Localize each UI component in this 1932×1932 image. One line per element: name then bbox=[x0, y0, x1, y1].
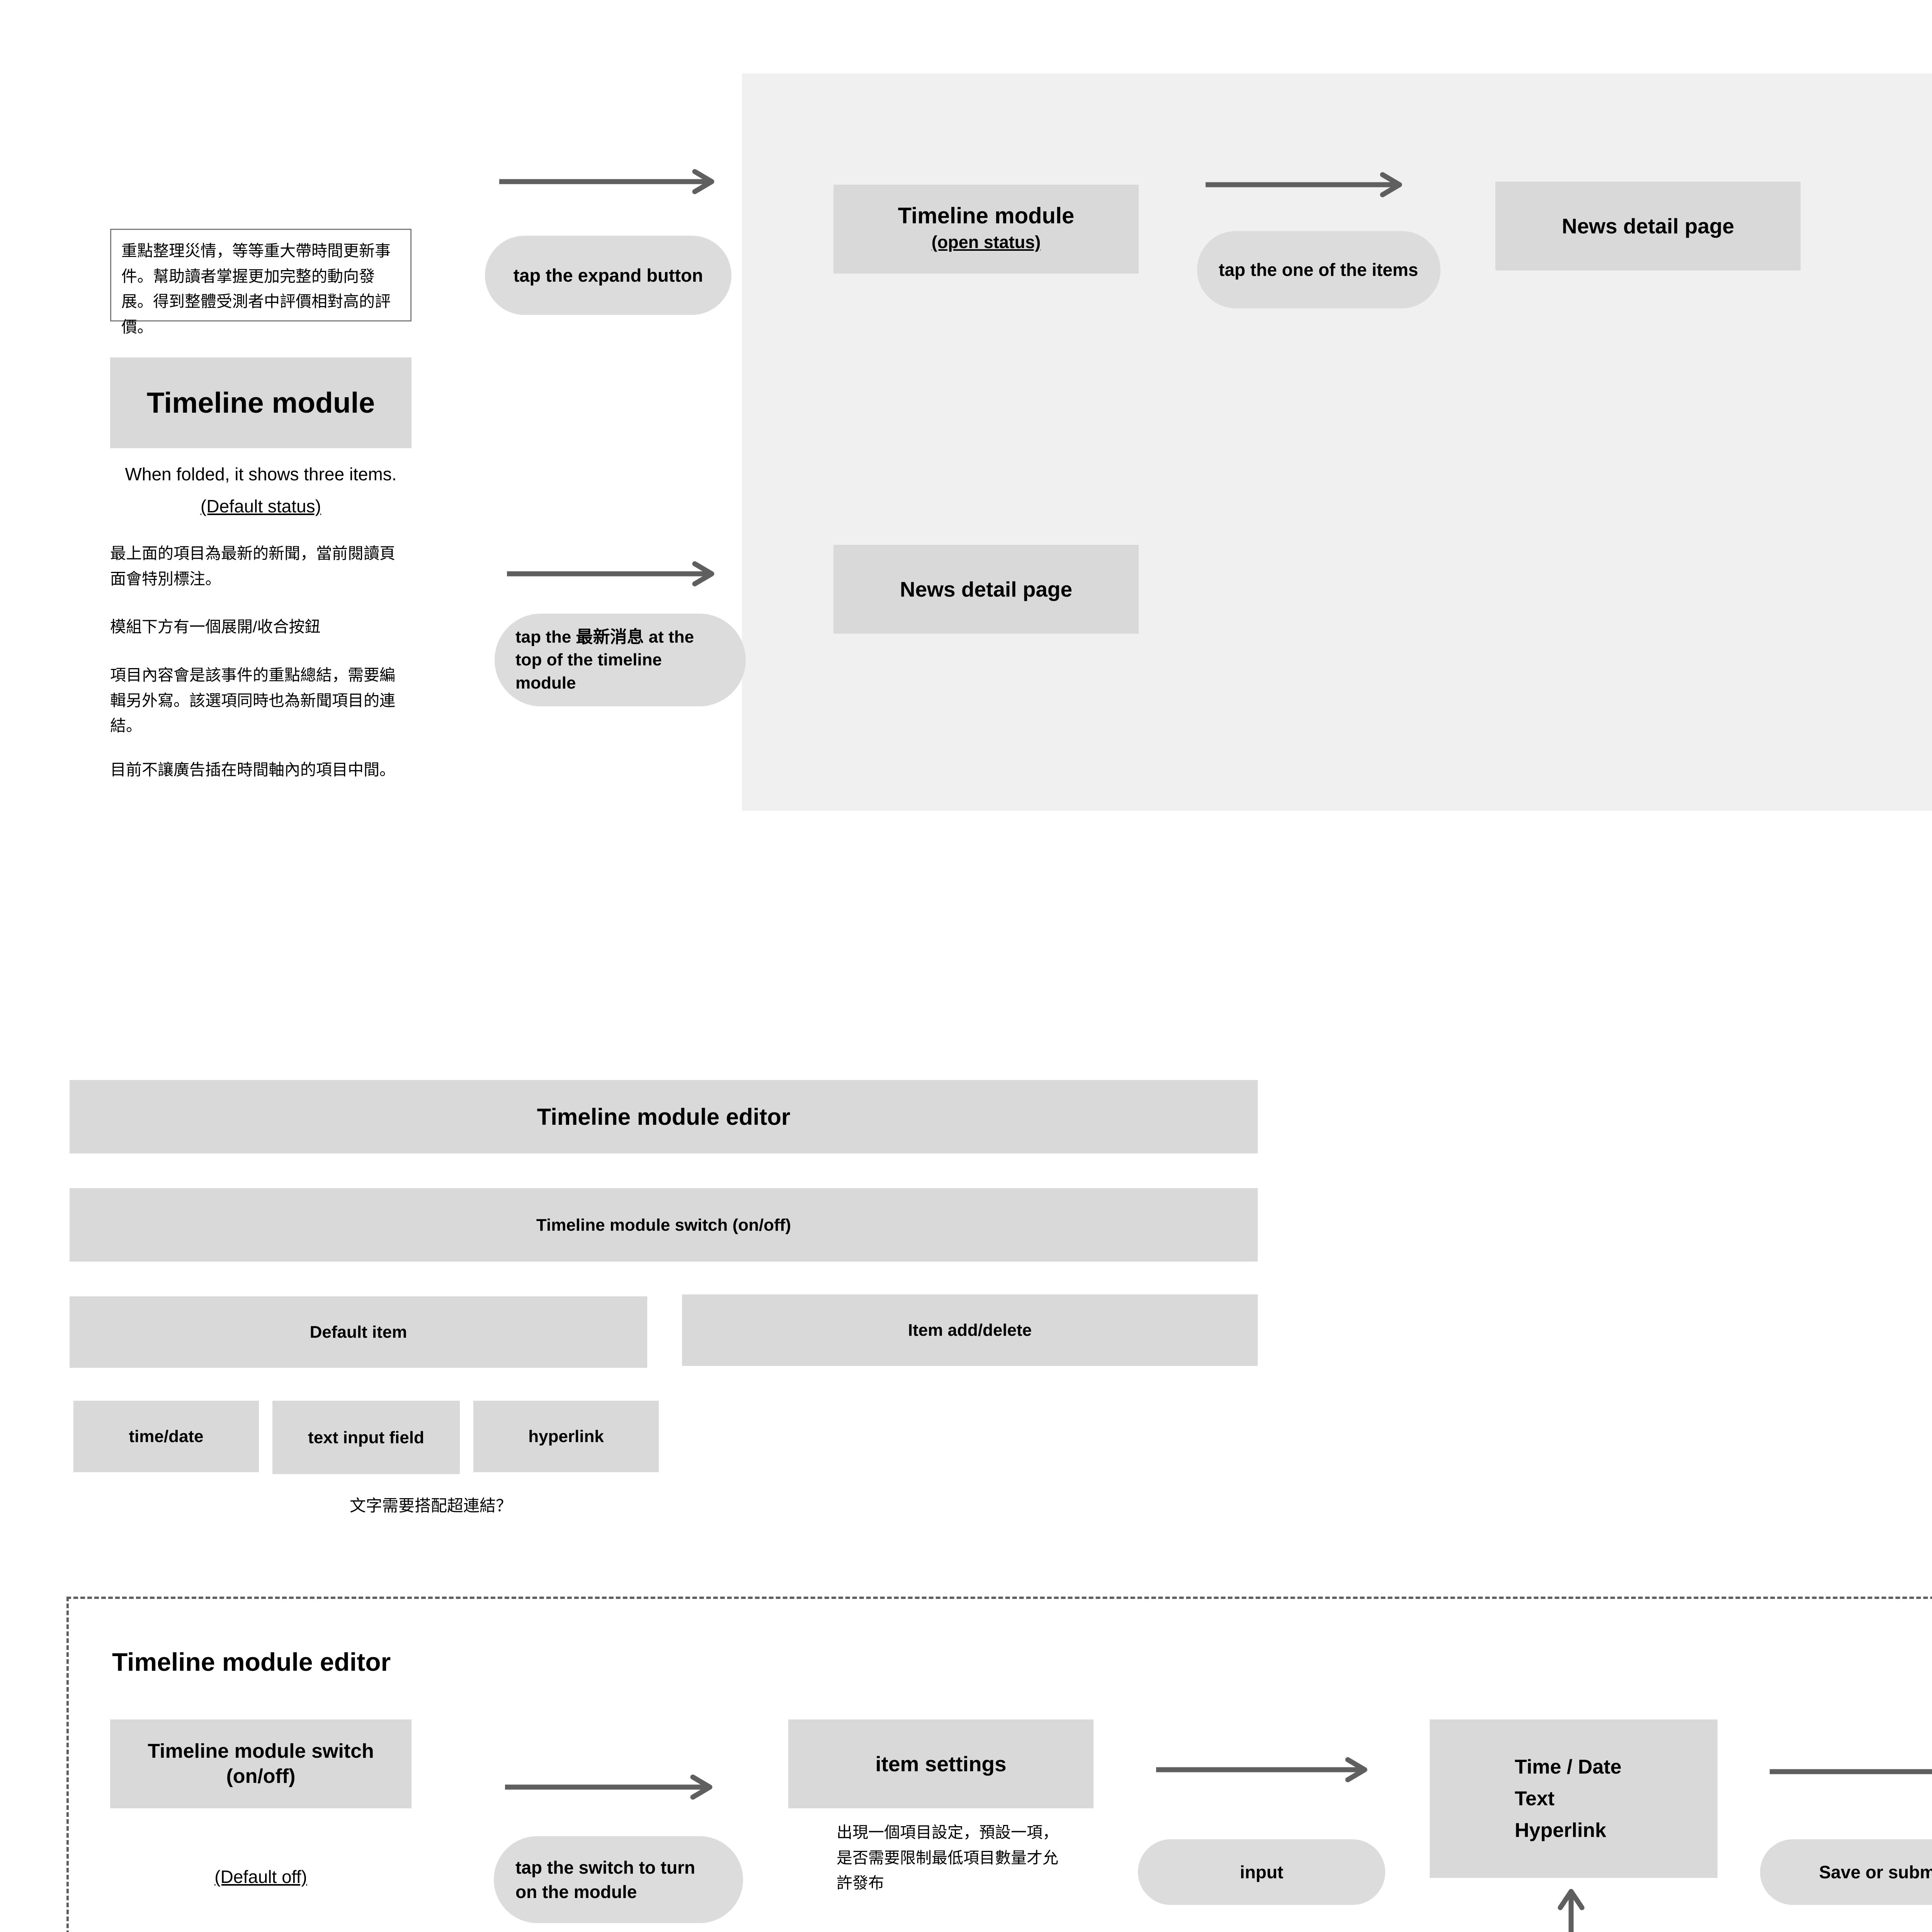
editor-map-switch-row[interactable]: Timeline module switch (on/off) bbox=[70, 1188, 1258, 1262]
editor-map-field-text-input[interactable]: text input field bbox=[272, 1401, 460, 1474]
default-status-label: (Default status) bbox=[201, 496, 321, 516]
fields-box-line-text: Text bbox=[1515, 1787, 1555, 1810]
timeline-module-open-status: (open status) bbox=[931, 232, 1041, 252]
editor-flow-item-settings[interactable]: item settings bbox=[788, 1719, 1094, 1808]
action-tap-expand-button[interactable]: tap the expand button bbox=[485, 236, 731, 315]
reader-note-3: 項目內容會是該事件的重點總結，需要編輯另外寫。該選項同時也為新聞項目的連結。 bbox=[110, 666, 395, 735]
arrow-tap-item-icon bbox=[1206, 172, 1402, 197]
description-card: 重點整理災情，等等重大帶時間更新事件。幫助讀者掌握更加完整的動向發展。得到整體受… bbox=[110, 229, 412, 336]
editor-map-default-item[interactable]: Default item bbox=[70, 1296, 647, 1368]
arrow-expand-icon bbox=[499, 169, 714, 194]
action-save-or-submit[interactable]: Save or submit bbox=[1760, 1839, 1932, 1905]
editor-flow-switch-box[interactable]: Timeline module switch (on/off) bbox=[110, 1719, 412, 1808]
arrow-tap-switch-icon bbox=[505, 1774, 713, 1800]
reader-note-2: 模組下方有一個展開/收合按鈕 bbox=[110, 618, 321, 636]
editor-flow-fields-box[interactable]: Time / Date Text Hyperlink bbox=[1430, 1719, 1718, 1878]
reader-note-4: 目前不讓廣告插在時間軸內的項目中間。 bbox=[110, 761, 395, 779]
folded-note: When folded, it shows three items. bbox=[125, 464, 397, 484]
action-tap-latest-news[interactable]: tap the 最新消息 at the top of the timeline … bbox=[495, 614, 746, 706]
timeline-module-default-box[interactable]: Timeline module bbox=[110, 357, 412, 448]
loopback-arrow-icon bbox=[1558, 1889, 1585, 1932]
editor-flow-switch-default: (Default off) bbox=[214, 1867, 307, 1887]
editor-flow-container bbox=[66, 1597, 1932, 1932]
editor-map-field-time-date[interactable]: time/date bbox=[73, 1401, 259, 1472]
news-detail-page-top[interactable]: News detail page bbox=[1495, 182, 1801, 270]
fields-box-line-time-date: Time / Date bbox=[1515, 1756, 1622, 1778]
reader-note-1: 最上面的項目為最新的新聞，當前閱讀頁面會特別標注。 bbox=[110, 544, 395, 588]
editor-map-title-bar: Timeline module editor bbox=[70, 1080, 1258, 1153]
editor-flow-switch-label: Timeline module switch (on/off) bbox=[148, 1740, 374, 1787]
editor-flow-title: Timeline module editor bbox=[112, 1648, 391, 1676]
action-input[interactable]: input bbox=[1138, 1839, 1385, 1905]
arrow-save-submit-icon bbox=[1770, 1769, 1932, 1774]
item-settings-note: 出現一個項目設定，預設一項，是否需要限制最低項目數量才允許發布 bbox=[837, 1823, 1058, 1892]
editor-map-field-note: 文字需要搭配超連結？ bbox=[350, 1497, 512, 1515]
action-tap-switch[interactable]: tap the switch to turn on the module bbox=[494, 1836, 743, 1923]
fields-box-line-hyperlink: Hyperlink bbox=[1515, 1819, 1606, 1842]
action-tap-one-item[interactable]: tap the one of the items bbox=[1197, 231, 1440, 308]
arrow-input-icon bbox=[1156, 1757, 1367, 1782]
news-detail-page-bottom[interactable]: News detail page bbox=[833, 545, 1139, 634]
editor-map-item-add-delete[interactable]: Item add/delete bbox=[682, 1294, 1258, 1366]
editor-map-field-hyperlink[interactable]: hyperlink bbox=[473, 1401, 659, 1472]
timeline-module-open-box[interactable]: Timeline module (open status) bbox=[833, 185, 1139, 274]
timeline-module-open-title: Timeline module bbox=[898, 203, 1075, 228]
arrow-tap-latest-icon bbox=[507, 561, 714, 587]
